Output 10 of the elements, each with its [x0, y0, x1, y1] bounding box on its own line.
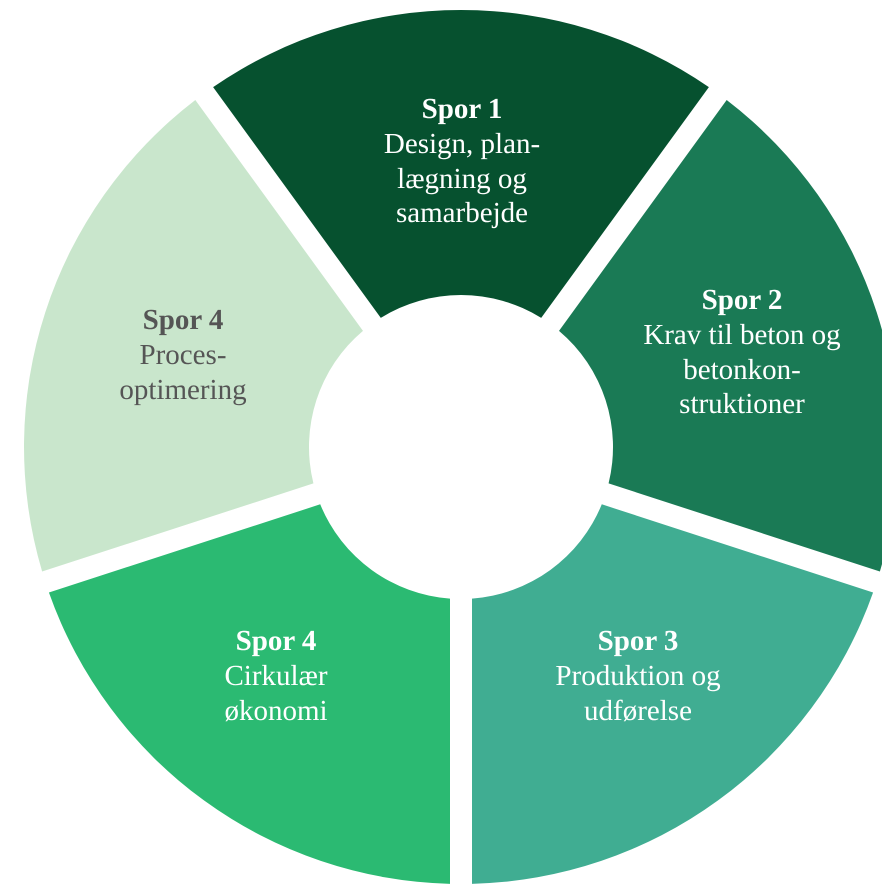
segment-heading: Spor 1 [420, 92, 504, 127]
segment-text: Design, plan- lægning og samarbejde [382, 126, 542, 232]
segment-heading: Spor 4 [234, 624, 318, 659]
segment-text: Produktion og udførelse [554, 658, 722, 728]
segment-text: Cirkulær økonomi [223, 658, 329, 728]
segment-heading: Spor 2 [700, 283, 784, 318]
segment-heading: Spor 3 [596, 624, 680, 659]
segment-text: Proces- optimering [118, 338, 248, 408]
segment-heading: Spor 4 [142, 303, 224, 338]
segment-text: Krav til beton og betonkon- struktioner [642, 318, 842, 422]
